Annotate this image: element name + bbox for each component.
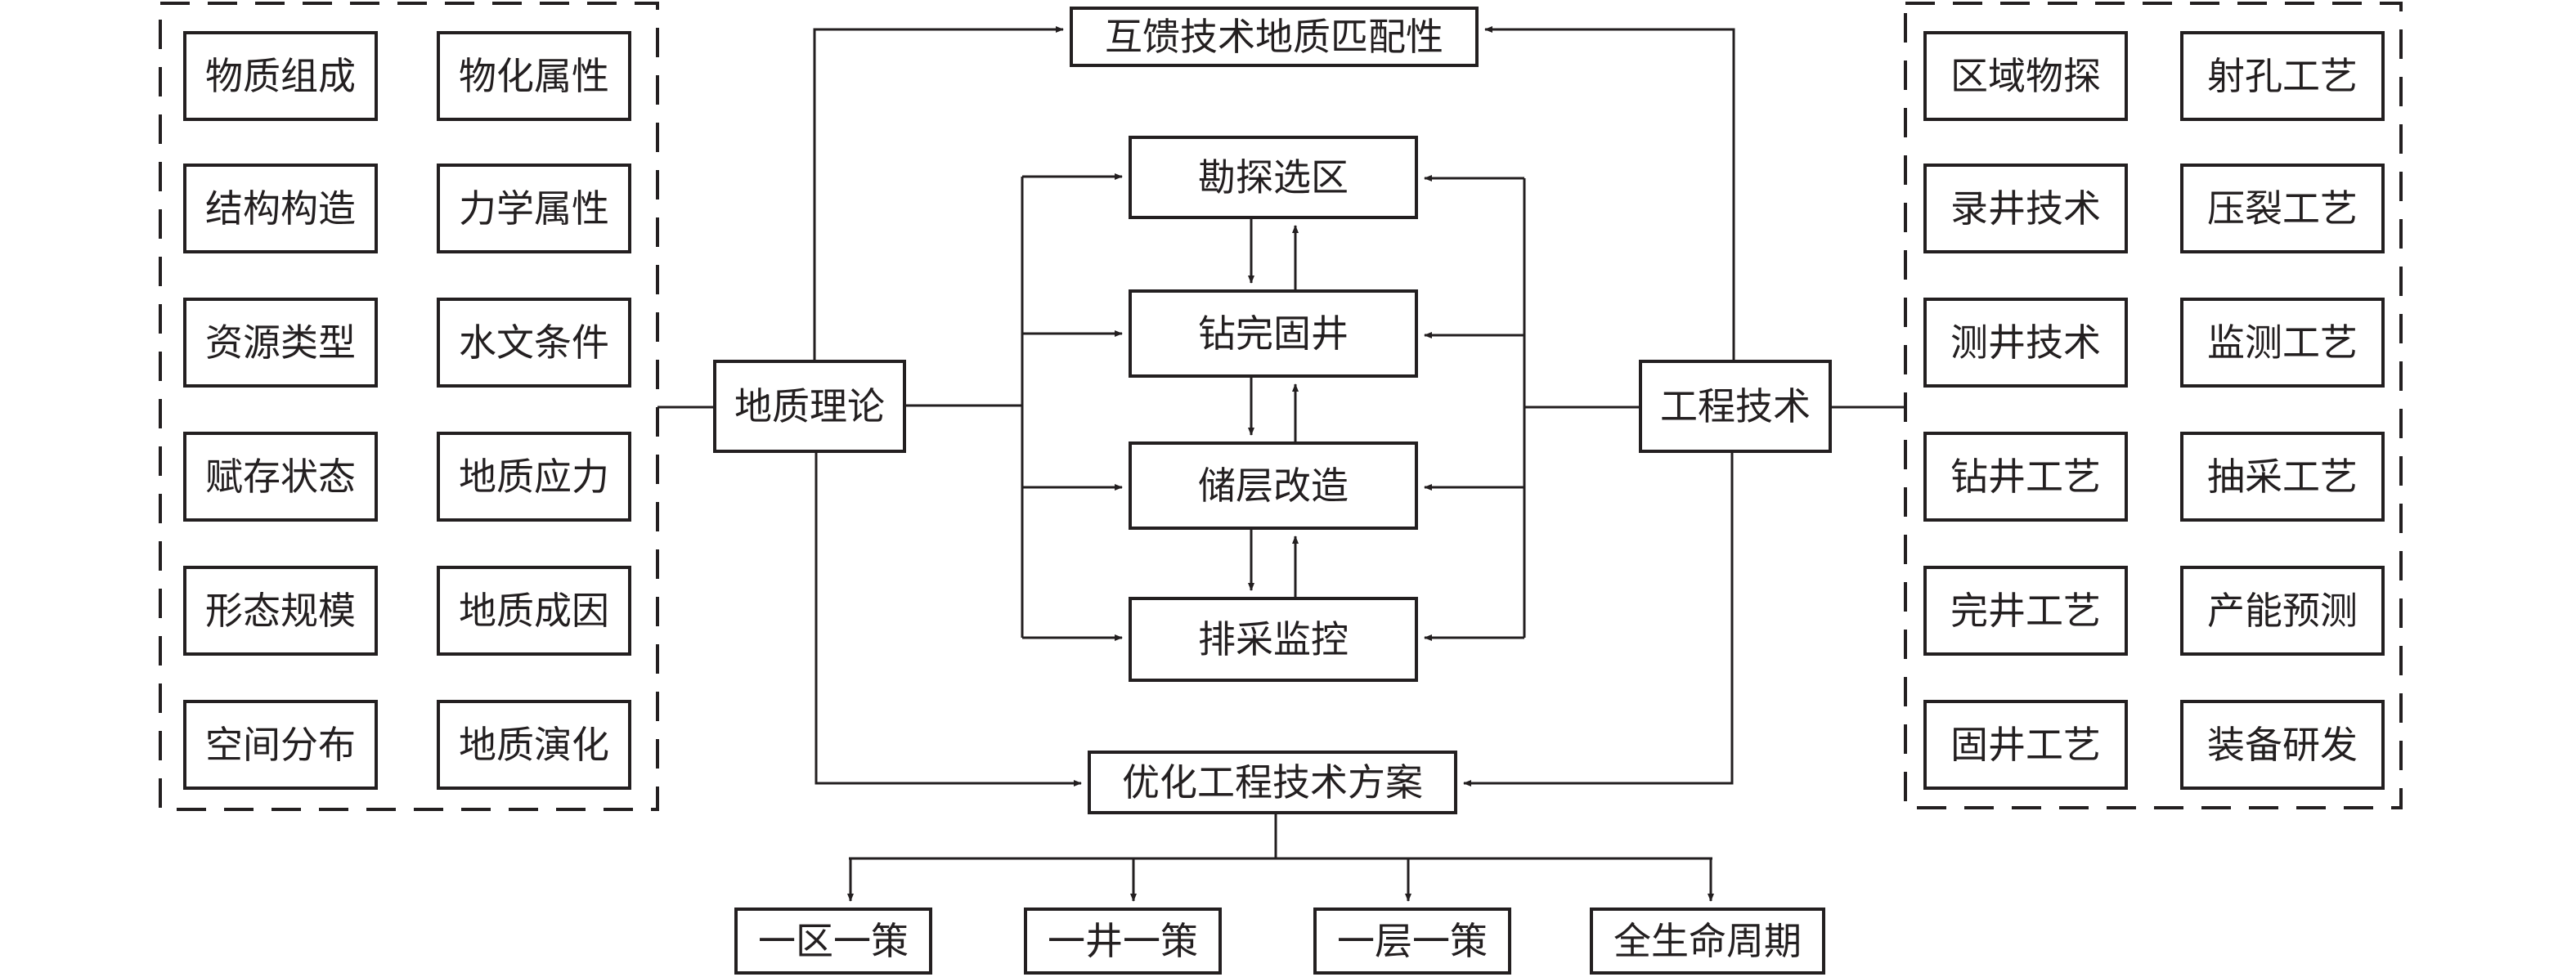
geology-attribute-item-label: 物质组成 xyxy=(205,54,356,98)
engineering-technique-item[interactable]: 装备研发 xyxy=(2180,700,2385,790)
geology-attribute-item[interactable]: 资源类型 xyxy=(183,298,378,388)
geology-attribute-item-label: 地质应力 xyxy=(459,455,609,499)
outcome-node-1[interactable]: 一区一策 xyxy=(734,908,932,975)
geology-attribute-item[interactable]: 赋存状态 xyxy=(183,432,378,522)
engineering-technique-item[interactable]: 测井技术 xyxy=(1923,298,2128,388)
outcome-node-3[interactable]: 一层一策 xyxy=(1313,908,1511,975)
geology-attribute-item-label: 形态规模 xyxy=(205,589,356,633)
engineering-technique-item-label: 完井工艺 xyxy=(1950,589,2101,633)
arrow-theory-to-optimize xyxy=(815,451,1082,787)
engineering-technique-item-label: 压裂工艺 xyxy=(2207,186,2358,231)
engineering-technique-item-label: 抽采工艺 xyxy=(2207,455,2358,499)
outcome-label: 一层一策 xyxy=(1337,919,1488,963)
geology-attribute-item[interactable]: 地质应力 xyxy=(437,432,631,522)
geology-attribute-item[interactable]: 力学属性 xyxy=(437,164,631,253)
stage-node-1[interactable]: 勘探选区 xyxy=(1129,136,1418,219)
stage-node-2[interactable]: 钻完固井 xyxy=(1129,289,1418,378)
stage-node-4[interactable]: 排采监控 xyxy=(1129,597,1418,682)
engineering-technique-item[interactable]: 区域物探 xyxy=(1923,31,2128,121)
engineering-technique-item[interactable]: 固井工艺 xyxy=(1923,700,2128,790)
geology-attribute-item[interactable]: 形态规模 xyxy=(183,566,378,656)
engineering-technique-item[interactable]: 监测工艺 xyxy=(2180,298,2385,388)
geology-attribute-item-label: 结构构造 xyxy=(205,186,356,231)
geology-attribute-item-label: 力学属性 xyxy=(459,186,609,231)
engineering-technique-item[interactable]: 产能预测 xyxy=(2180,566,2385,656)
geology-theory-node[interactable]: 地质理论 xyxy=(713,360,906,453)
engineering-technique-item-label: 区域物探 xyxy=(1950,54,2101,98)
geology-attribute-item-label: 地质成因 xyxy=(459,589,609,633)
engineering-technique-item-label: 测井技术 xyxy=(1950,320,2101,365)
geology-theory-label: 地质理论 xyxy=(734,384,885,428)
engineering-technology-node[interactable]: 工程技术 xyxy=(1639,360,1832,453)
engineering-technique-item-label: 装备研发 xyxy=(2207,723,2358,767)
feedback-match-label: 互馈技术地质匹配性 xyxy=(1105,15,1443,59)
geology-attribute-item-label: 物化属性 xyxy=(459,54,609,98)
arrow-theory-to-match xyxy=(813,26,1064,361)
arrow-tech-to-optimize xyxy=(1463,451,1734,787)
engineering-technology-label: 工程技术 xyxy=(1660,384,1811,428)
geology-attribute-item[interactable]: 结构构造 xyxy=(183,164,378,253)
arrow-tech-to-match xyxy=(1484,26,1735,361)
outcome-node-4[interactable]: 全生命周期 xyxy=(1590,908,1825,975)
geology-attribute-item[interactable]: 地质成因 xyxy=(437,566,631,656)
geology-attribute-item-label: 空间分布 xyxy=(205,723,356,767)
outcome-label: 一区一策 xyxy=(758,919,909,963)
geology-attribute-item-label: 地质演化 xyxy=(459,723,609,767)
geology-attribute-item[interactable]: 物质组成 xyxy=(183,31,378,121)
geology-attribute-item-label: 资源类型 xyxy=(205,320,356,365)
engineering-technique-item-label: 产能预测 xyxy=(2207,589,2358,633)
geology-attributes-group xyxy=(159,2,659,811)
stage-label: 储层改造 xyxy=(1198,464,1349,508)
stage-label: 勘探选区 xyxy=(1198,155,1349,199)
stage-node-3[interactable]: 储层改造 xyxy=(1129,441,1418,530)
geology-attribute-item[interactable]: 空间分布 xyxy=(183,700,378,790)
engineering-technique-item[interactable]: 完井工艺 xyxy=(1923,566,2128,656)
outcome-label: 一井一策 xyxy=(1048,919,1198,963)
optimize-plan-label: 优化工程技术方案 xyxy=(1122,760,1423,804)
engineering-technique-item-label: 射孔工艺 xyxy=(2207,54,2358,98)
engineering-technique-item-label: 监测工艺 xyxy=(2207,320,2358,365)
engineering-technique-item[interactable]: 钻井工艺 xyxy=(1923,432,2128,522)
outcome-node-2[interactable]: 一井一策 xyxy=(1024,908,1222,975)
geology-attribute-item-label: 赋存状态 xyxy=(205,455,356,499)
engineering-technique-item[interactable]: 压裂工艺 xyxy=(2180,164,2385,253)
stage-label: 钻完固井 xyxy=(1198,311,1349,356)
engineering-technique-item-label: 固井工艺 xyxy=(1950,723,2101,767)
stage-label: 排采监控 xyxy=(1198,617,1349,661)
geology-attribute-item-label: 水文条件 xyxy=(459,320,609,365)
geology-attribute-item[interactable]: 水文条件 xyxy=(437,298,631,388)
engineering-technique-item-label: 钻井工艺 xyxy=(1950,455,2101,499)
geology-attribute-item[interactable]: 地质演化 xyxy=(437,700,631,790)
engineering-technique-item-label: 录井技术 xyxy=(1950,186,2101,231)
engineering-technique-item[interactable]: 射孔工艺 xyxy=(2180,31,2385,121)
engineering-technique-item[interactable]: 抽采工艺 xyxy=(2180,432,2385,522)
optimize-plan-node[interactable]: 优化工程技术方案 xyxy=(1088,751,1457,814)
engineering-techniques-group xyxy=(1904,2,2403,809)
geology-attribute-item[interactable]: 物化属性 xyxy=(437,31,631,121)
engineering-technique-item[interactable]: 录井技术 xyxy=(1923,164,2128,253)
feedback-match-node[interactable]: 互馈技术地质匹配性 xyxy=(1070,7,1479,67)
outcome-label: 全生命周期 xyxy=(1613,919,1802,963)
